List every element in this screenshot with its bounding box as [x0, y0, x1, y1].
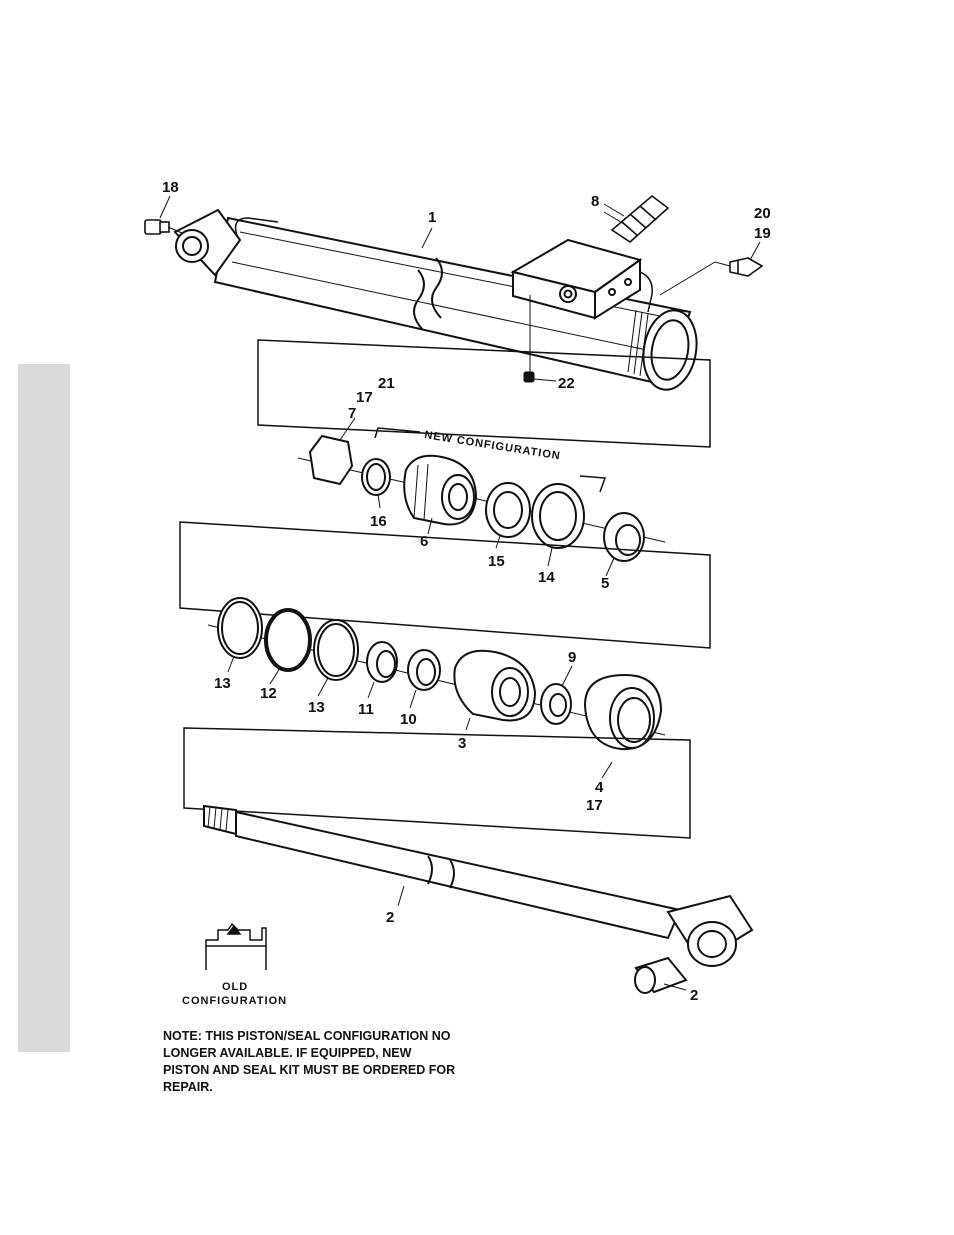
cylinder-barrel — [215, 218, 703, 394]
note-line-2: LONGER AVAILABLE. IF EQUIPPED, NEW — [163, 1045, 515, 1062]
callout-4: 4 — [595, 779, 604, 796]
repair-note: NOTE: THIS PISTON/SEAL CONFIGURATION NO … — [163, 1028, 515, 1096]
callout-20: 20 — [754, 205, 771, 222]
ring-12 — [266, 610, 310, 670]
callout-16: 16 — [370, 513, 387, 530]
callout-2-bushing: 2 — [690, 987, 698, 1004]
callout-5: 5 — [601, 575, 609, 592]
note-line-3: PISTON AND SEAL KIT MUST BE ORDERED FOR — [163, 1062, 515, 1079]
note-line-1: NOTE: THIS PISTON/SEAL CONFIGURATION NO — [163, 1028, 515, 1045]
callout-11: 11 — [358, 701, 374, 718]
callout-13-left: 13 — [214, 675, 231, 692]
callout-17-top: 17 — [356, 389, 373, 406]
callout-22: 22 — [558, 375, 575, 392]
nut-7 — [310, 436, 352, 484]
callout-17-bottom: 17 — [586, 797, 603, 814]
piston-rod — [204, 806, 752, 966]
callout-3: 3 — [458, 735, 466, 752]
callout-7: 7 — [348, 405, 356, 422]
fitting-8 — [604, 196, 668, 242]
callout-21: 21 — [378, 375, 395, 392]
callout-18: 18 — [162, 179, 179, 196]
fitting-19-20 — [660, 258, 762, 295]
callout-2-rod: 2 — [386, 909, 394, 926]
callout-9: 9 — [568, 649, 576, 666]
callout-10: 10 — [400, 711, 417, 728]
callout-14: 14 — [538, 569, 555, 586]
callout-8: 8 — [591, 193, 599, 210]
old-config-label-2: CONFIGURATION — [182, 995, 287, 1007]
callout-13-right: 13 — [308, 699, 325, 716]
callout-12: 12 — [260, 685, 277, 702]
callout-6: 6 — [420, 533, 428, 550]
callout-1: 1 — [428, 209, 436, 226]
callout-15: 15 — [488, 553, 505, 570]
callout-19: 19 — [754, 225, 771, 242]
old-config-label-1: OLD — [222, 981, 248, 993]
old-configuration-inset — [206, 924, 266, 970]
note-line-4: REPAIR. — [163, 1079, 515, 1096]
